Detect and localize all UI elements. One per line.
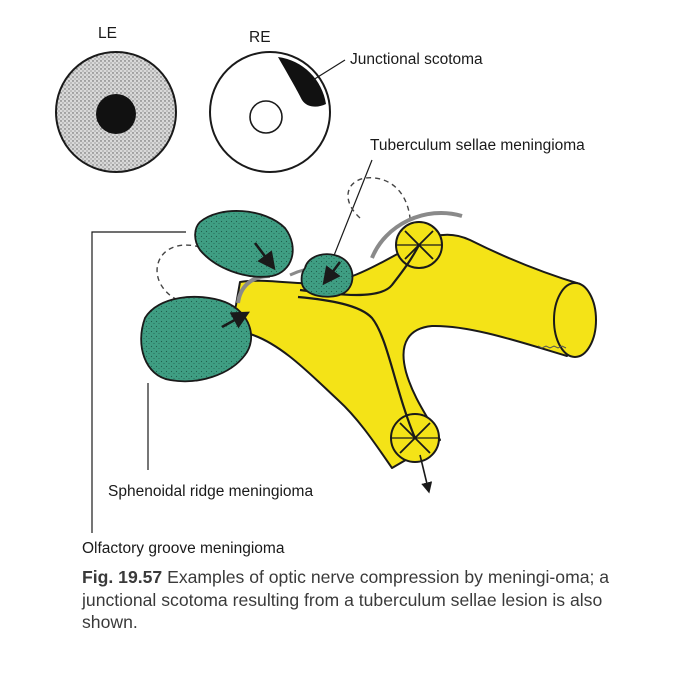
junctional-scotoma-leader <box>312 59 346 81</box>
right-eye-label: RE <box>249 29 271 46</box>
junctional-scotoma-label: Junctional scotoma <box>350 51 483 68</box>
olfactory-groove-meningioma <box>194 210 294 278</box>
left-eye-field <box>55 51 177 173</box>
sphenoidal-ridge-meningioma <box>140 295 253 383</box>
olfactory-groove-label: Olfactory groove meningioma <box>82 540 285 557</box>
right-eye-field <box>209 51 331 173</box>
vessel-arc-upper <box>370 210 463 259</box>
figure-number: Fig. 19.57 <box>82 567 163 587</box>
tuberculum-sellae-meningioma <box>300 253 354 298</box>
tuberculum-sellae-label: Tuberculum sellae meningioma <box>370 137 585 154</box>
tract-hatch-mark <box>537 345 567 349</box>
dashed-contour-left <box>156 244 206 304</box>
left-eye-label: LE <box>98 25 117 42</box>
figure-caption: Fig. 19.57 Examples of optic nerve compr… <box>82 566 652 634</box>
caption-text: Examples of optic nerve compression by m… <box>82 567 610 632</box>
dashed-contour-upper <box>347 177 411 219</box>
olfactory-groove-leader <box>91 231 186 533</box>
sphenoidal-ridge-label: Sphenoidal ridge meningioma <box>108 483 313 500</box>
